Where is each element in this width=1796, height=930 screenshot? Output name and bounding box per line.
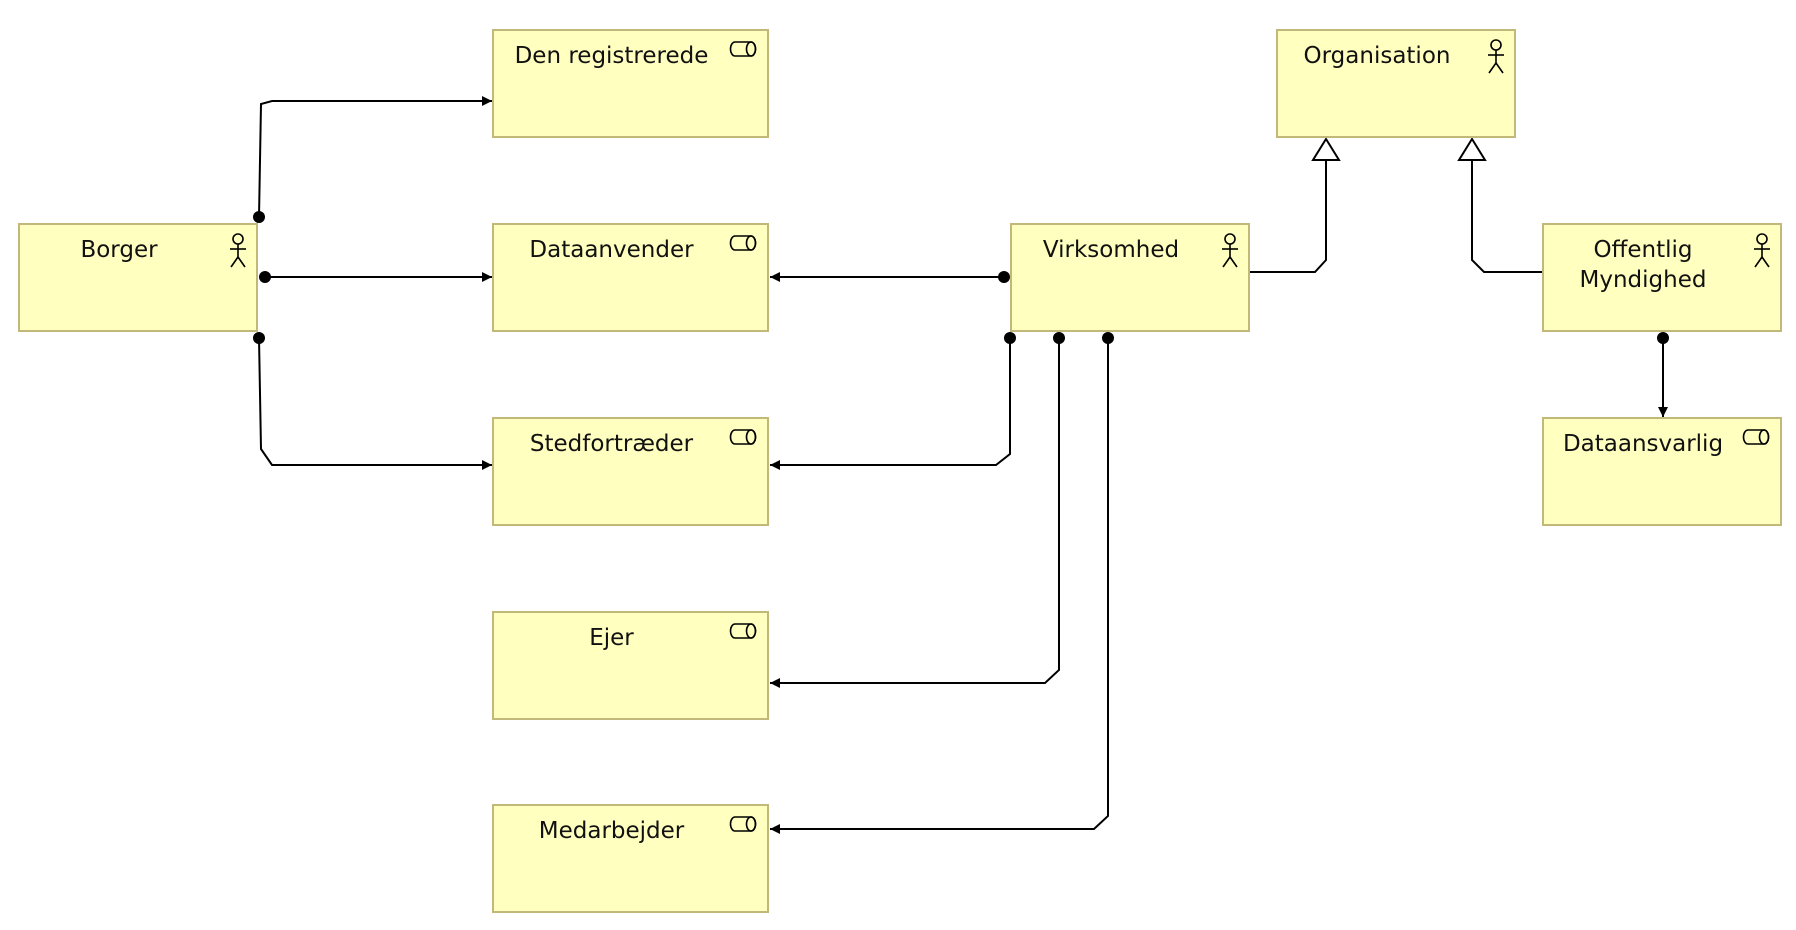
role-icon [729, 235, 757, 251]
node-label: Dataansvarlig [1562, 431, 1724, 457]
node-label: Stedfortræder [529, 431, 694, 457]
specialization-arrowhead [1311, 137, 1341, 161]
connector-start-dot [259, 271, 271, 283]
connector-start-dot [253, 332, 265, 344]
actor-borger[interactable]: Borger [18, 223, 258, 332]
role-icon [729, 623, 757, 639]
role-medarbejder[interactable]: Medarbejder [492, 804, 769, 913]
actor-organisation[interactable]: Organisation [1276, 29, 1516, 138]
actor-virksomhed[interactable]: Virksomhed [1010, 223, 1250, 332]
assignment-connector[interactable] [258, 96, 492, 218]
actor-icon [1488, 39, 1504, 74]
specialization-connector[interactable] [1471, 140, 1542, 273]
node-label: Virksomhed [1042, 237, 1180, 263]
role-stedfortraeder[interactable]: Stedfortræder [492, 417, 769, 526]
role-den-registrerede[interactable]: Den registrerede [492, 29, 769, 138]
assignment-connector[interactable] [258, 337, 492, 470]
actor-offentlig-myndighed[interactable]: Offentlig Myndighed [1542, 223, 1782, 332]
node-label: Den registrerede [514, 43, 709, 69]
specialization-arrowhead [1457, 137, 1487, 161]
connector-start-dot [1657, 332, 1669, 344]
role-dataansvarlig[interactable]: Dataansvarlig [1542, 417, 1782, 526]
role-icon [1742, 429, 1770, 445]
actor-icon [230, 233, 246, 268]
actor-icon [1754, 233, 1770, 268]
node-label: Borger [80, 237, 158, 263]
connector-start-dot [998, 271, 1010, 283]
node-label: Offentlig Myndighed [1579, 237, 1707, 293]
assignment-connector[interactable] [770, 338, 1109, 834]
node-label: Ejer [589, 625, 634, 651]
assignment-connector[interactable] [770, 338, 1060, 688]
connector-start-dot [253, 211, 265, 223]
role-icon [729, 429, 757, 445]
assignment-connector[interactable] [770, 338, 1011, 470]
connector-start-dot [1053, 332, 1065, 344]
node-label: Medarbejder [538, 818, 685, 844]
actor-icon [1222, 233, 1238, 268]
connector-start-dot [1102, 332, 1114, 344]
specialization-connector[interactable] [1250, 140, 1327, 273]
role-dataanvender[interactable]: Dataanvender [492, 223, 769, 332]
connector-start-dot [1004, 332, 1016, 344]
role-icon [729, 816, 757, 832]
role-ejer[interactable]: Ejer [492, 611, 769, 720]
node-label: Organisation [1303, 43, 1451, 69]
node-label: Dataanvender [529, 237, 694, 263]
role-icon [729, 41, 757, 57]
